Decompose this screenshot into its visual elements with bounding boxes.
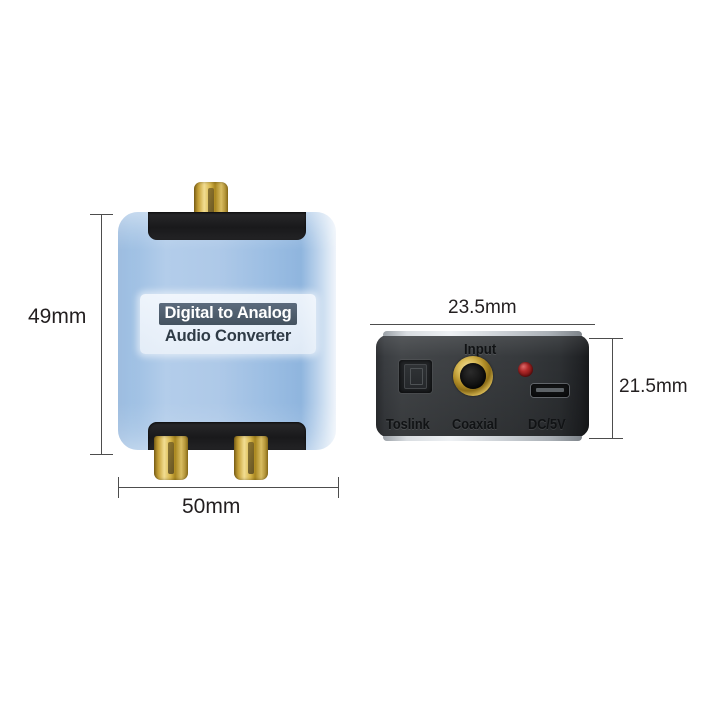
label-line-audio-converter: Audio Converter xyxy=(164,326,292,345)
toslink-optical-port xyxy=(399,360,432,393)
toslink-port-label: Toslink xyxy=(386,417,430,433)
left-device-blue-body: Digital to Analog Audio Converter xyxy=(118,182,336,480)
right-height-dimension-line xyxy=(612,338,613,438)
rca-jack-bottom-left xyxy=(154,436,188,480)
right-width-dimension-label: 23.5mm xyxy=(448,297,517,318)
toslink-shutter xyxy=(404,364,427,389)
left-width-dimension-cap-right xyxy=(338,477,339,498)
bottom-silver-rim xyxy=(383,436,582,441)
dc-power-port-label: DC/5V xyxy=(528,417,566,433)
rca-pin xyxy=(208,188,214,220)
micro-usb-power-port xyxy=(531,384,569,397)
label-line-digital-to-analog: Digital to Analog xyxy=(159,303,297,325)
coaxial-rca-port xyxy=(453,356,493,396)
top-silver-rim xyxy=(383,331,582,336)
left-height-dimension-label: 49mm xyxy=(28,305,87,328)
left-width-dimension-line xyxy=(118,487,338,488)
right-height-extension-top xyxy=(589,338,614,339)
rca-pin xyxy=(248,442,254,474)
top-connector-bar xyxy=(148,212,306,240)
product-label-plate: Digital to Analog Audio Converter xyxy=(140,294,316,354)
right-height-dimension-label: 21.5mm xyxy=(619,376,688,397)
left-width-dimension-cap-left xyxy=(118,477,119,498)
left-height-dimension-cap-bottom xyxy=(90,454,113,455)
power-led-indicator xyxy=(518,362,533,377)
rca-jack-bottom-right xyxy=(234,436,268,480)
input-heading-label: Input xyxy=(464,341,497,358)
right-width-dimension-line xyxy=(370,324,595,325)
coaxial-port-label: Coaxial xyxy=(452,417,498,433)
right-device-input-panel: Input Toslink Coaxial DC/5V xyxy=(376,331,589,441)
rca-pin xyxy=(168,442,174,474)
left-width-dimension-label: 50mm xyxy=(182,495,241,518)
left-height-dimension-line xyxy=(101,214,102,454)
left-height-dimension-cap-top xyxy=(90,214,113,215)
right-height-extension-bottom xyxy=(589,438,614,439)
